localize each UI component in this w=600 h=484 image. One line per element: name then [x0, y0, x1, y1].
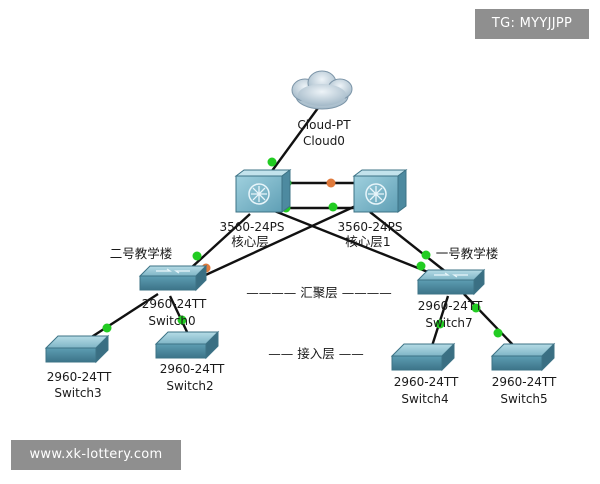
switch-icon: [154, 330, 220, 360]
port-indicator-up: [435, 319, 445, 329]
switch4[interactable]: 2960-24TT Switch4: [390, 342, 459, 406]
port-indicator-up: [421, 250, 431, 260]
switch2-name-label: Switch2: [166, 379, 213, 393]
port-indicator-up: [192, 251, 202, 261]
access-layer-label: —— 接入层 ——: [268, 346, 363, 361]
switch3-name-label: Switch3: [54, 386, 101, 400]
switch7-model-label: 2960-24TT: [418, 299, 483, 313]
switch7[interactable]: 一号教学楼 2960-24TT Switch7: [416, 246, 499, 330]
link-switch7-switch5[interactable]: [463, 293, 515, 347]
switch0-building-label: 二号教学楼: [110, 246, 173, 261]
switch-icon: [390, 342, 456, 372]
switch-icon: [44, 334, 110, 364]
link-switch0-switch2[interactable]: [168, 295, 190, 335]
switch2-model-label: 2960-24TT: [160, 362, 225, 376]
switch3[interactable]: 2960-24TT Switch3: [44, 334, 112, 400]
cloud-model-label: Cloud-PT: [297, 118, 351, 132]
switch5[interactable]: 2960-24TT Switch5: [490, 342, 557, 406]
core-left-name-label: 核心层: [231, 234, 269, 249]
switch2[interactable]: 2960-24TT Switch2: [154, 330, 225, 393]
switch5-model-label: 2960-24TT: [492, 375, 557, 389]
link-core-right-switch0[interactable]: [185, 202, 361, 286]
port-indicator-up: [267, 157, 277, 167]
multilayer-switch-icon: [352, 169, 408, 213]
core-right-name-label: 核心层1: [345, 234, 390, 249]
switch-icon: [138, 264, 208, 292]
port-indicator-up: [471, 303, 481, 313]
links: [89, 107, 515, 347]
core-switch-right[interactable]: 3560-24PS 核心层1: [338, 169, 408, 249]
cloud-icon: [291, 70, 353, 110]
aggregation-layer-label: ———— 汇聚层 ————: [246, 285, 391, 300]
core-switch-left[interactable]: 3560-24PS 核心层: [220, 169, 292, 249]
port-indicator-up: [416, 261, 426, 271]
watermark-top-right: TG: MYYJJPP: [475, 9, 589, 39]
port-indicator-blocked: [326, 178, 336, 188]
switch0[interactable]: 二号教学楼 2960-24TT Switch0: [110, 246, 208, 328]
port-indicator-up: [328, 202, 338, 212]
watermark-bottom-left: www.xk-lottery.com: [11, 440, 181, 470]
switch4-model-label: 2960-24TT: [394, 375, 459, 389]
switch7-building-label: 一号教学楼: [436, 246, 499, 261]
switch3-model-label: 2960-24TT: [47, 370, 112, 384]
port-indicator-up: [177, 315, 187, 325]
switch-icon: [416, 268, 486, 296]
port-indicator-up: [102, 323, 112, 333]
link-core-right-switch7[interactable]: [369, 211, 447, 273]
switch-icon: [490, 342, 556, 372]
switch0-name-label: Switch0: [148, 314, 195, 328]
core-right-model-label: 3560-24PS: [338, 220, 403, 234]
core-left-model-label: 3560-24PS: [220, 220, 285, 234]
link-core-left-switch7[interactable]: [271, 208, 439, 278]
switch4-name-label: Switch4: [401, 392, 448, 406]
cloud-device[interactable]: Cloud-PT Cloud0: [291, 70, 353, 148]
switch5-name-label: Switch5: [500, 392, 547, 406]
link-switch0-switch3[interactable]: [89, 292, 159, 340]
cloud-name-label: Cloud0: [303, 134, 345, 148]
switch0-model-label: 2960-24TT: [142, 297, 207, 311]
port-indicator-up: [493, 328, 503, 338]
multilayer-switch-icon: [234, 169, 292, 213]
switch7-name-label: Switch7: [425, 316, 472, 330]
